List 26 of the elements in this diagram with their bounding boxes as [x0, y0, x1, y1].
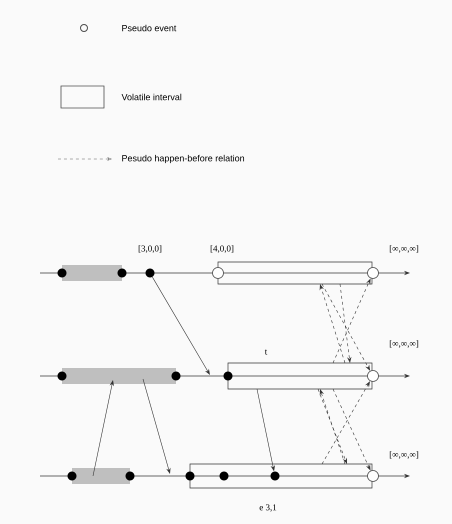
event-dot	[58, 372, 66, 380]
message-arrow	[152, 276, 210, 375]
vector-label: [3,0,0]	[138, 245, 162, 253]
event-dot	[126, 472, 134, 480]
text-label: t	[264, 348, 268, 356]
legend-label: Pesudo happen-before relation	[122, 154, 244, 164]
vector-label: [4,0,0]	[210, 245, 234, 253]
event-dot	[118, 268, 126, 278]
vector-label: [∞,∞,∞]	[390, 340, 418, 348]
vector-label: [∞,∞,∞]	[390, 245, 418, 253]
legend-label: Volatile interval	[122, 94, 182, 100]
event-dot	[186, 472, 194, 480]
vector-label: [∞,∞,∞]	[390, 451, 418, 459]
event-dot	[172, 372, 180, 380]
legend-label: Pseudo event	[122, 24, 176, 32]
checkpoint-band	[72, 468, 130, 484]
event-dot	[224, 372, 232, 380]
volatile-interval-box	[190, 464, 372, 488]
volatile-interval-box	[228, 362, 372, 390]
event-dot	[220, 472, 228, 480]
checkpoint-band	[62, 368, 176, 384]
event-dot	[270, 472, 280, 480]
event-dot	[58, 268, 66, 278]
event-dot	[68, 472, 76, 480]
checkpoint-band	[62, 265, 122, 281]
volatile-interval-box	[218, 262, 372, 284]
